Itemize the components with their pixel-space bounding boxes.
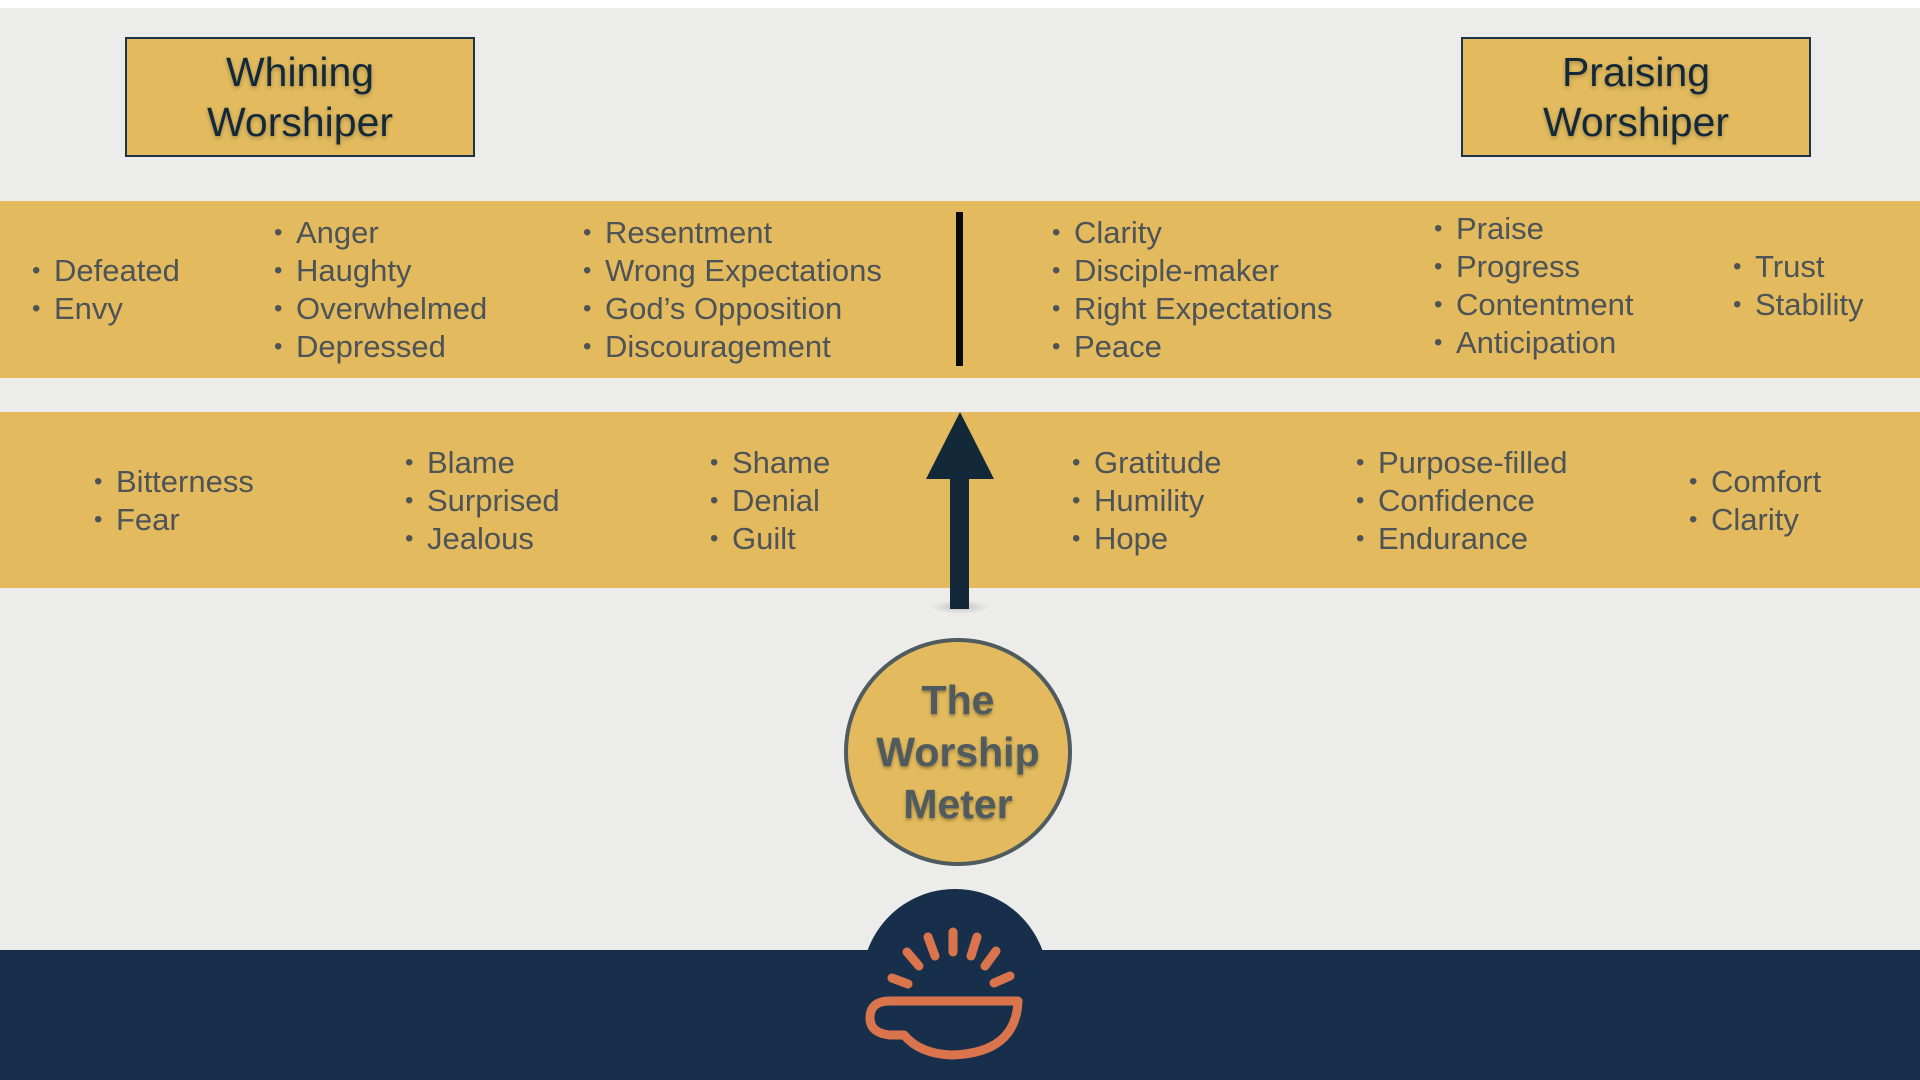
bottom-list-4: Gratitude Humility Hope [1072, 444, 1222, 558]
list-item: Haughty [274, 252, 487, 290]
list-item: Trust [1733, 248, 1864, 286]
list-item: Clarity [1689, 501, 1821, 539]
list-item: Progress [1434, 248, 1634, 286]
top-list-5: Praise Progress Contentment Anticipation [1434, 210, 1634, 362]
top-list-6: Trust Stability [1733, 248, 1864, 324]
list-item: Surprised [405, 482, 560, 520]
bottom-list-1: Bitterness Fear [94, 463, 254, 539]
up-arrow-icon [950, 474, 969, 609]
list-item: Contentment [1434, 286, 1634, 324]
bottom-list-6: Comfort Clarity [1689, 463, 1821, 539]
list-item: Purpose-filled [1356, 444, 1568, 482]
list-item: Right Expectations [1052, 290, 1332, 328]
list-item: Anger [274, 214, 487, 252]
list-item: Gratitude [1072, 444, 1222, 482]
worship-meter-label: The Worship Meter [876, 677, 1040, 827]
list-item: Guilt [710, 520, 830, 558]
top-list-1: Defeated Envy [32, 252, 180, 328]
list-item: Stability [1733, 286, 1864, 324]
list-item: Endurance [1356, 520, 1568, 558]
whining-worshiper-box: Whining Worshiper [125, 37, 475, 157]
bottom-list-2: Blame Surprised Jealous [405, 444, 560, 558]
bottom-list-3: Shame Denial Guilt [710, 444, 830, 558]
list-item: Bitterness [94, 463, 254, 501]
bottom-list-5: Purpose-filled Confidence Endurance [1356, 444, 1568, 558]
list-item: Clarity [1052, 214, 1332, 252]
praising-worshiper-title: Praising Worshiper [1542, 49, 1730, 145]
list-item: Envy [32, 290, 180, 328]
list-item: Humility [1072, 482, 1222, 520]
list-item: Resentment [583, 214, 882, 252]
list-item: Confidence [1356, 482, 1568, 520]
list-item: Disciple-maker [1052, 252, 1332, 290]
list-item: Comfort [1689, 463, 1821, 501]
top-list-4: Clarity Disciple-maker Right Expectation… [1052, 214, 1332, 366]
top-list-3: Resentment Wrong Expectations God’s Oppo… [583, 214, 882, 366]
top-list-2: Anger Haughty Overwhelmed Depressed [274, 214, 487, 366]
list-item: Blame [405, 444, 560, 482]
up-arrow-head-icon [926, 412, 994, 479]
list-item: Fear [94, 501, 254, 539]
top-edge [0, 0, 1920, 8]
list-item: Anticipation [1434, 324, 1634, 362]
list-item: Overwhelmed [274, 290, 487, 328]
list-item: Peace [1052, 328, 1332, 366]
coffee-cup-with-rays-icon [865, 927, 1023, 1060]
list-item: Denial [710, 482, 830, 520]
list-item: Shame [710, 444, 830, 482]
praising-worshiper-box: Praising Worshiper [1461, 37, 1811, 157]
list-item: Wrong Expectations [583, 252, 882, 290]
list-item: Defeated [32, 252, 180, 290]
list-item: God’s Opposition [583, 290, 882, 328]
list-item: Jealous [405, 520, 560, 558]
center-divider [956, 212, 963, 366]
whining-worshiper-title: Whining Worshiper [206, 49, 394, 145]
list-item: Praise [1434, 210, 1634, 248]
list-item: Hope [1072, 520, 1222, 558]
list-item: Discouragement [583, 328, 882, 366]
list-item: Depressed [274, 328, 487, 366]
worship-meter-badge: The Worship Meter [844, 638, 1072, 866]
